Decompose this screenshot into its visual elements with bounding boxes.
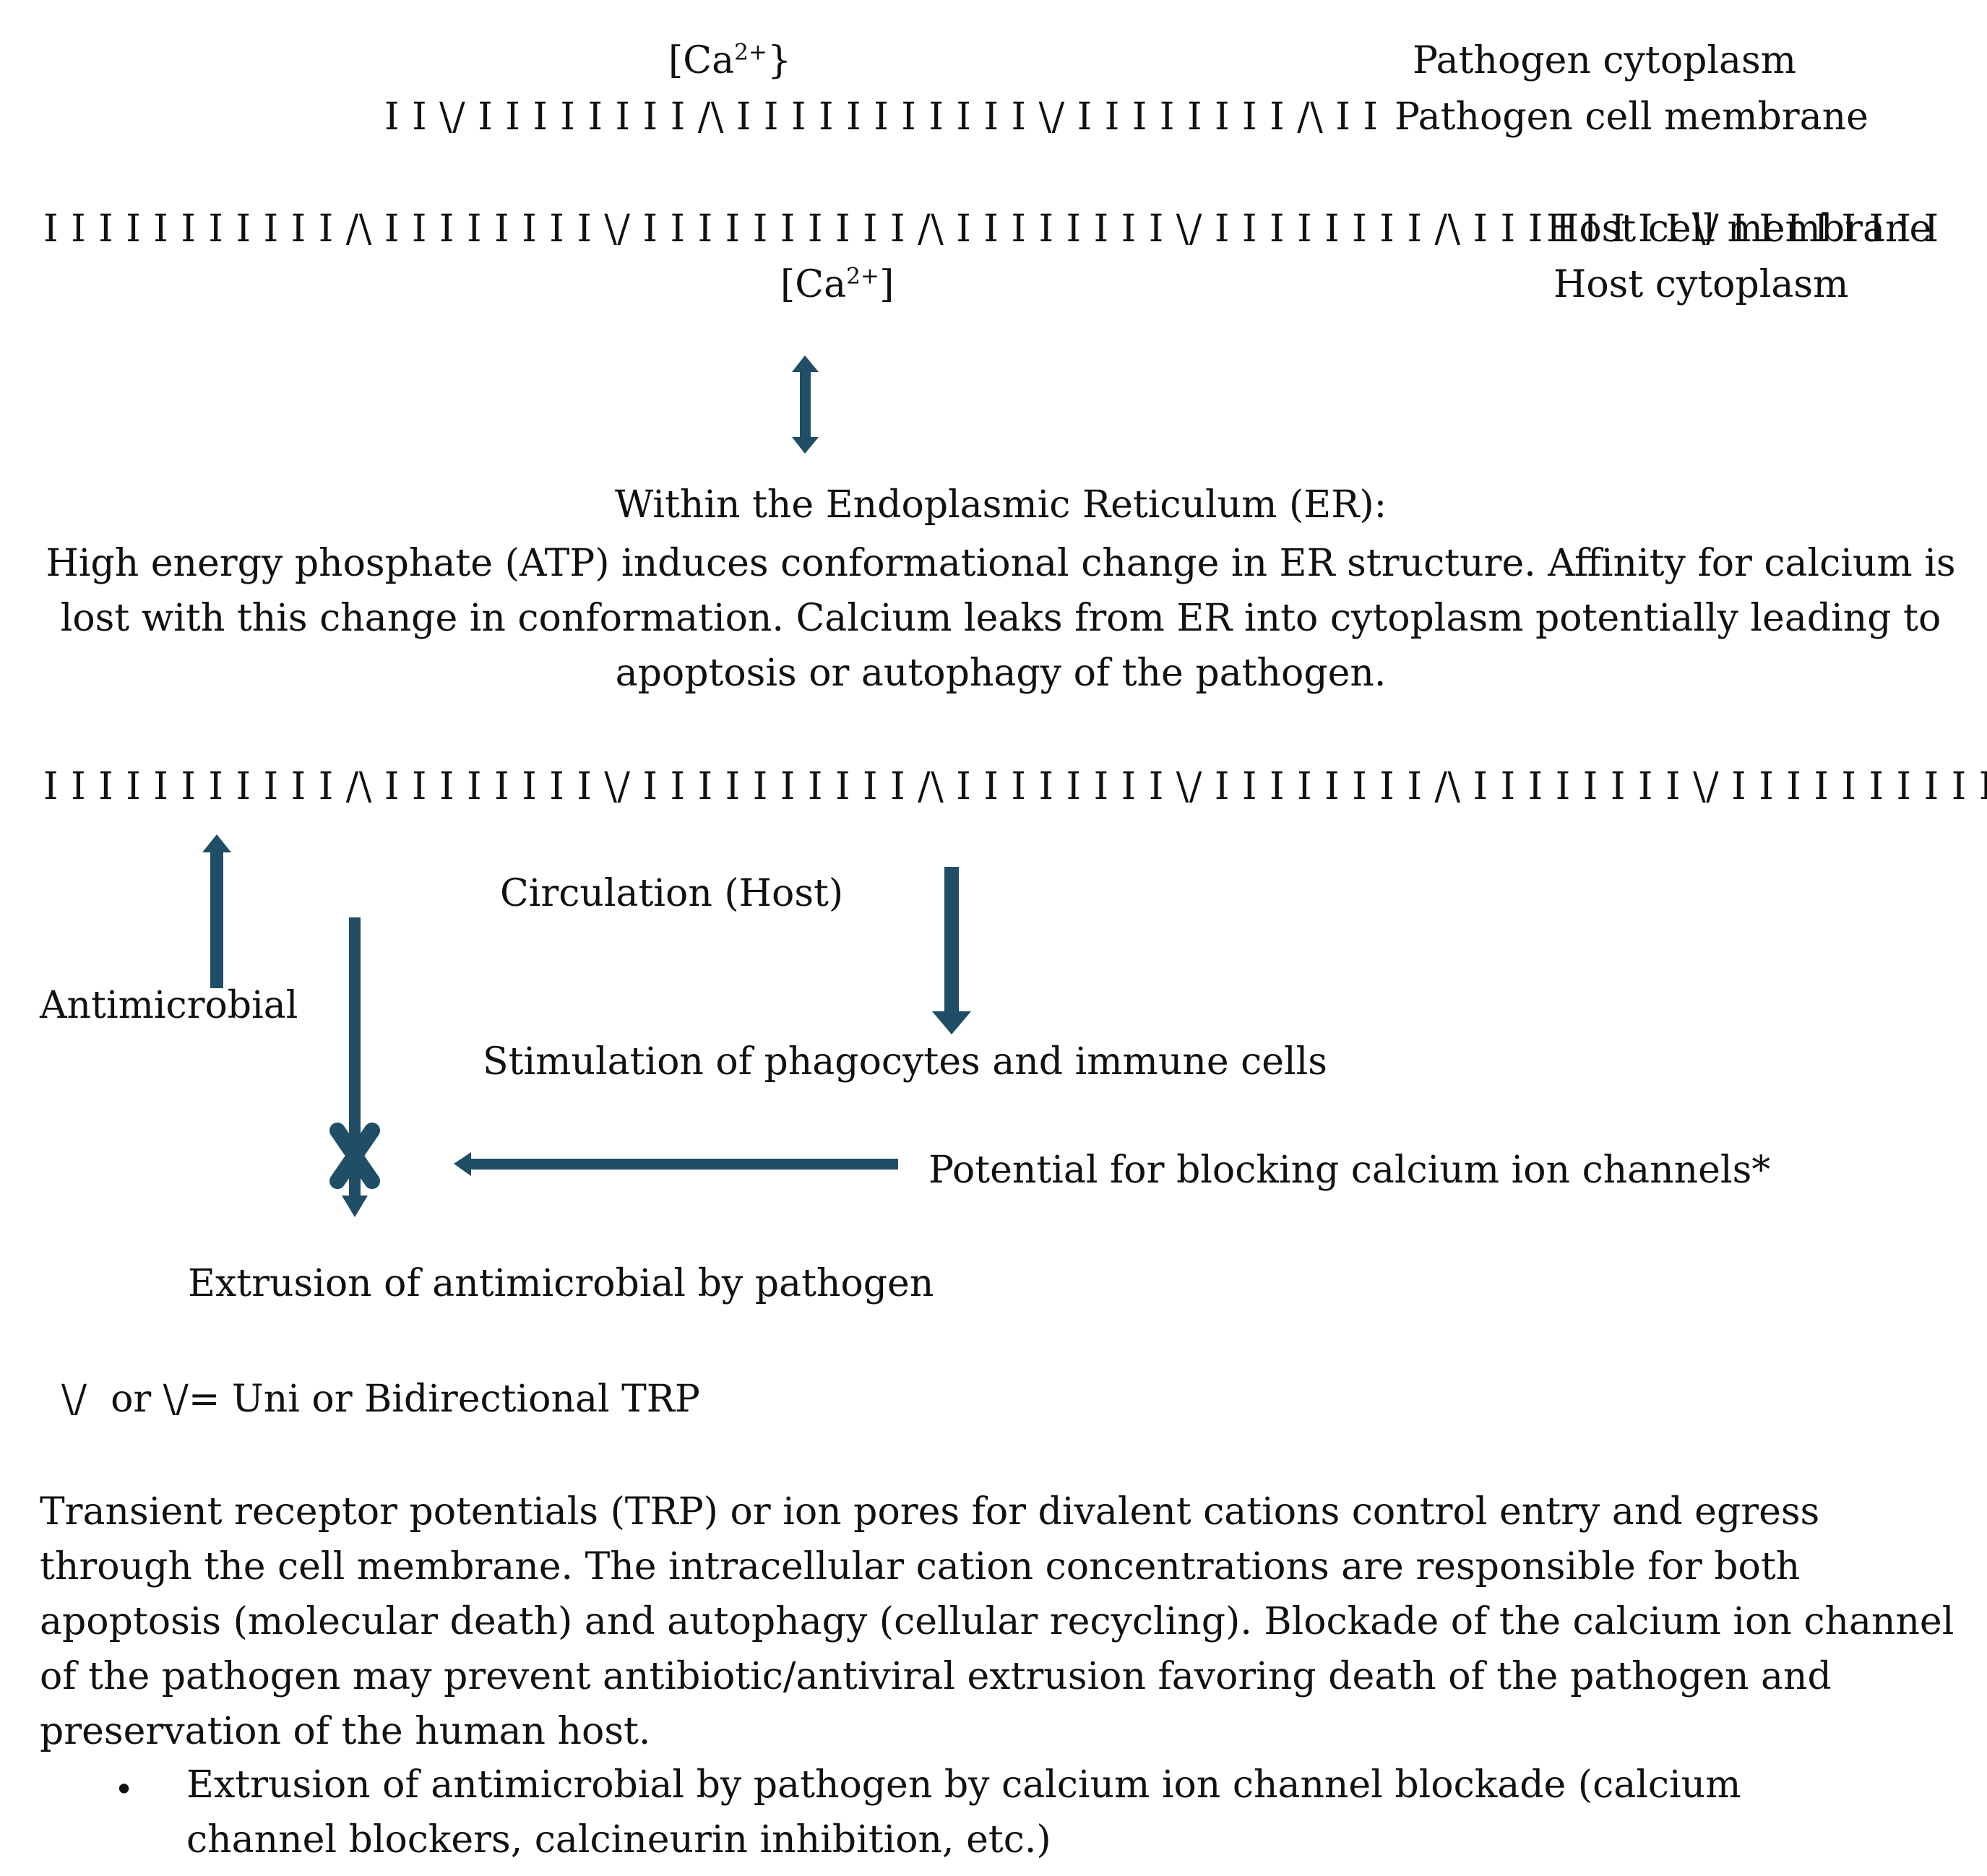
bidirectional-arrow [792, 355, 819, 454]
circulation-label: Circulation (Host) [500, 872, 844, 915]
host-calcium-label: [Ca2+] [780, 263, 895, 306]
extrusion-label: Extrusion of antimicrobial by pathogen [188, 1262, 934, 1305]
er-heading: Within the Endoplasmic Reticulum (ER): [614, 483, 1387, 527]
blocking-label: Potential for blocking calcium ion chann… [928, 1149, 1771, 1192]
stimulation-label: Stimulation of phagocytes and immune cel… [483, 1040, 1327, 1084]
pathogen-cell-membrane-label: Pathogen cell membrane [1395, 95, 1869, 139]
antimicrobial-label: Antimicrobial [40, 984, 298, 1027]
pathogen-calcium-label: [Ca2+} [668, 39, 792, 82]
host-cell-membrane-label: Host cell membrane [1546, 207, 1932, 251]
block-x-icon [329, 1123, 380, 1189]
antimicrobial-up-arrow [202, 834, 231, 988]
lower-membrane: I I I I I I I I I I I /\ I I I I I I I I… [43, 765, 1987, 808]
er-description: High energy phosphate (ATP) induces conf… [46, 542, 1956, 695]
circulation-down-arrow [932, 867, 971, 1034]
bullet-item: Extrusion of antimicrobial by pathogen b… [186, 1763, 1741, 1862]
pathogen-membrane: I I \/ I I I I I I I I /\ I I I I I I I … [384, 95, 1379, 139]
extrusion-down-arrow [342, 917, 368, 1217]
pathogen-cytoplasm-label: Pathogen cytoplasm [1413, 39, 1797, 82]
bullet-marker: • [114, 1770, 134, 1809]
blocking-left-arrow [454, 1152, 898, 1176]
host-membrane: I I I I I I I I I I I /\ I I I I I I I I… [43, 207, 1939, 251]
trp-paragraph: Transient receptor potentials (TRP) or i… [40, 1490, 1954, 1753]
trp-legend: \/ or \/= Uni or Bidirectional TRP [61, 1378, 700, 1421]
host-cytoplasm-label: Host cytoplasm [1553, 263, 1849, 306]
